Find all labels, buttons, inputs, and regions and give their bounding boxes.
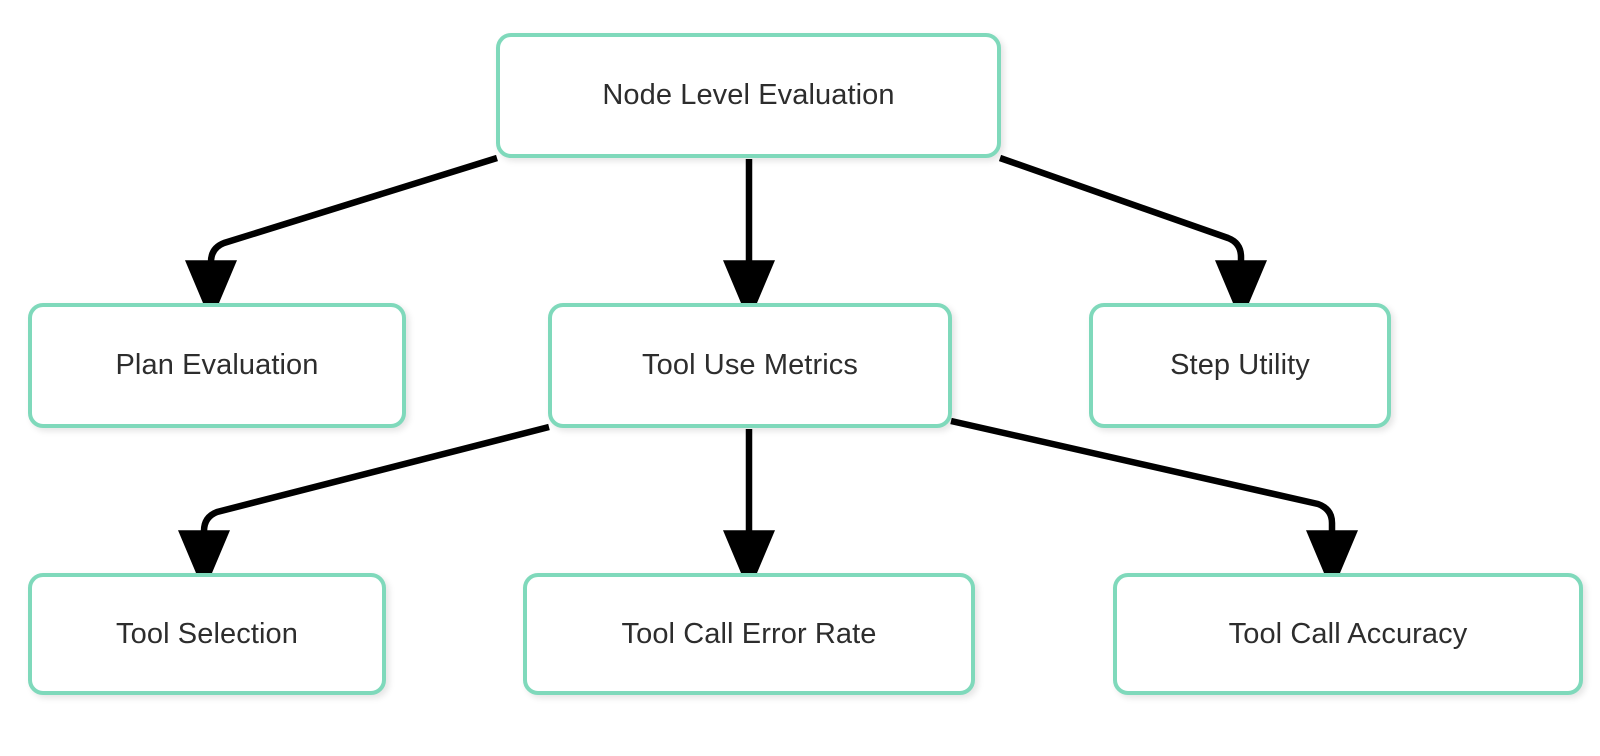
edge-tool-use-metrics-to-tool-selection: [178, 423, 550, 592]
node-label-tool-use-metrics: Tool Use Metrics: [642, 349, 858, 381]
edge-tool-use-metrics-to-tool-call-acc: [950, 417, 1358, 592]
node-label-tool-call-error-rate: Tool Call Error Rate: [621, 617, 877, 650]
node-tool-call-error-rate[interactable]: Tool Call Error Rate: [523, 573, 975, 695]
node-tool-selection[interactable]: Tool Selection: [28, 573, 386, 695]
node-tool-call-accuracy[interactable]: Tool Call Accuracy: [1113, 573, 1583, 695]
node-plan-evaluation[interactable]: Plan Evaluation: [28, 303, 406, 428]
node-label-tool-call-accuracy: Tool Call Accuracy: [1228, 617, 1468, 650]
node-label-step-utility: Step Utility: [1170, 349, 1310, 381]
edge-root-to-step-utility: [998, 154, 1267, 322]
node-label-plan-evaluation: Plan Evaluation: [115, 349, 319, 381]
node-node-level-evaluation[interactable]: Node Level Evaluation: [496, 33, 1001, 158]
node-tool-use-metrics[interactable]: Tool Use Metrics: [548, 303, 952, 428]
node-label-tool-selection: Tool Selection: [116, 617, 298, 650]
edge-root-to-plan-evaluation: [185, 154, 498, 322]
node-step-utility[interactable]: Step Utility: [1089, 303, 1391, 428]
node-label-root: Node Level Evaluation: [602, 79, 895, 111]
